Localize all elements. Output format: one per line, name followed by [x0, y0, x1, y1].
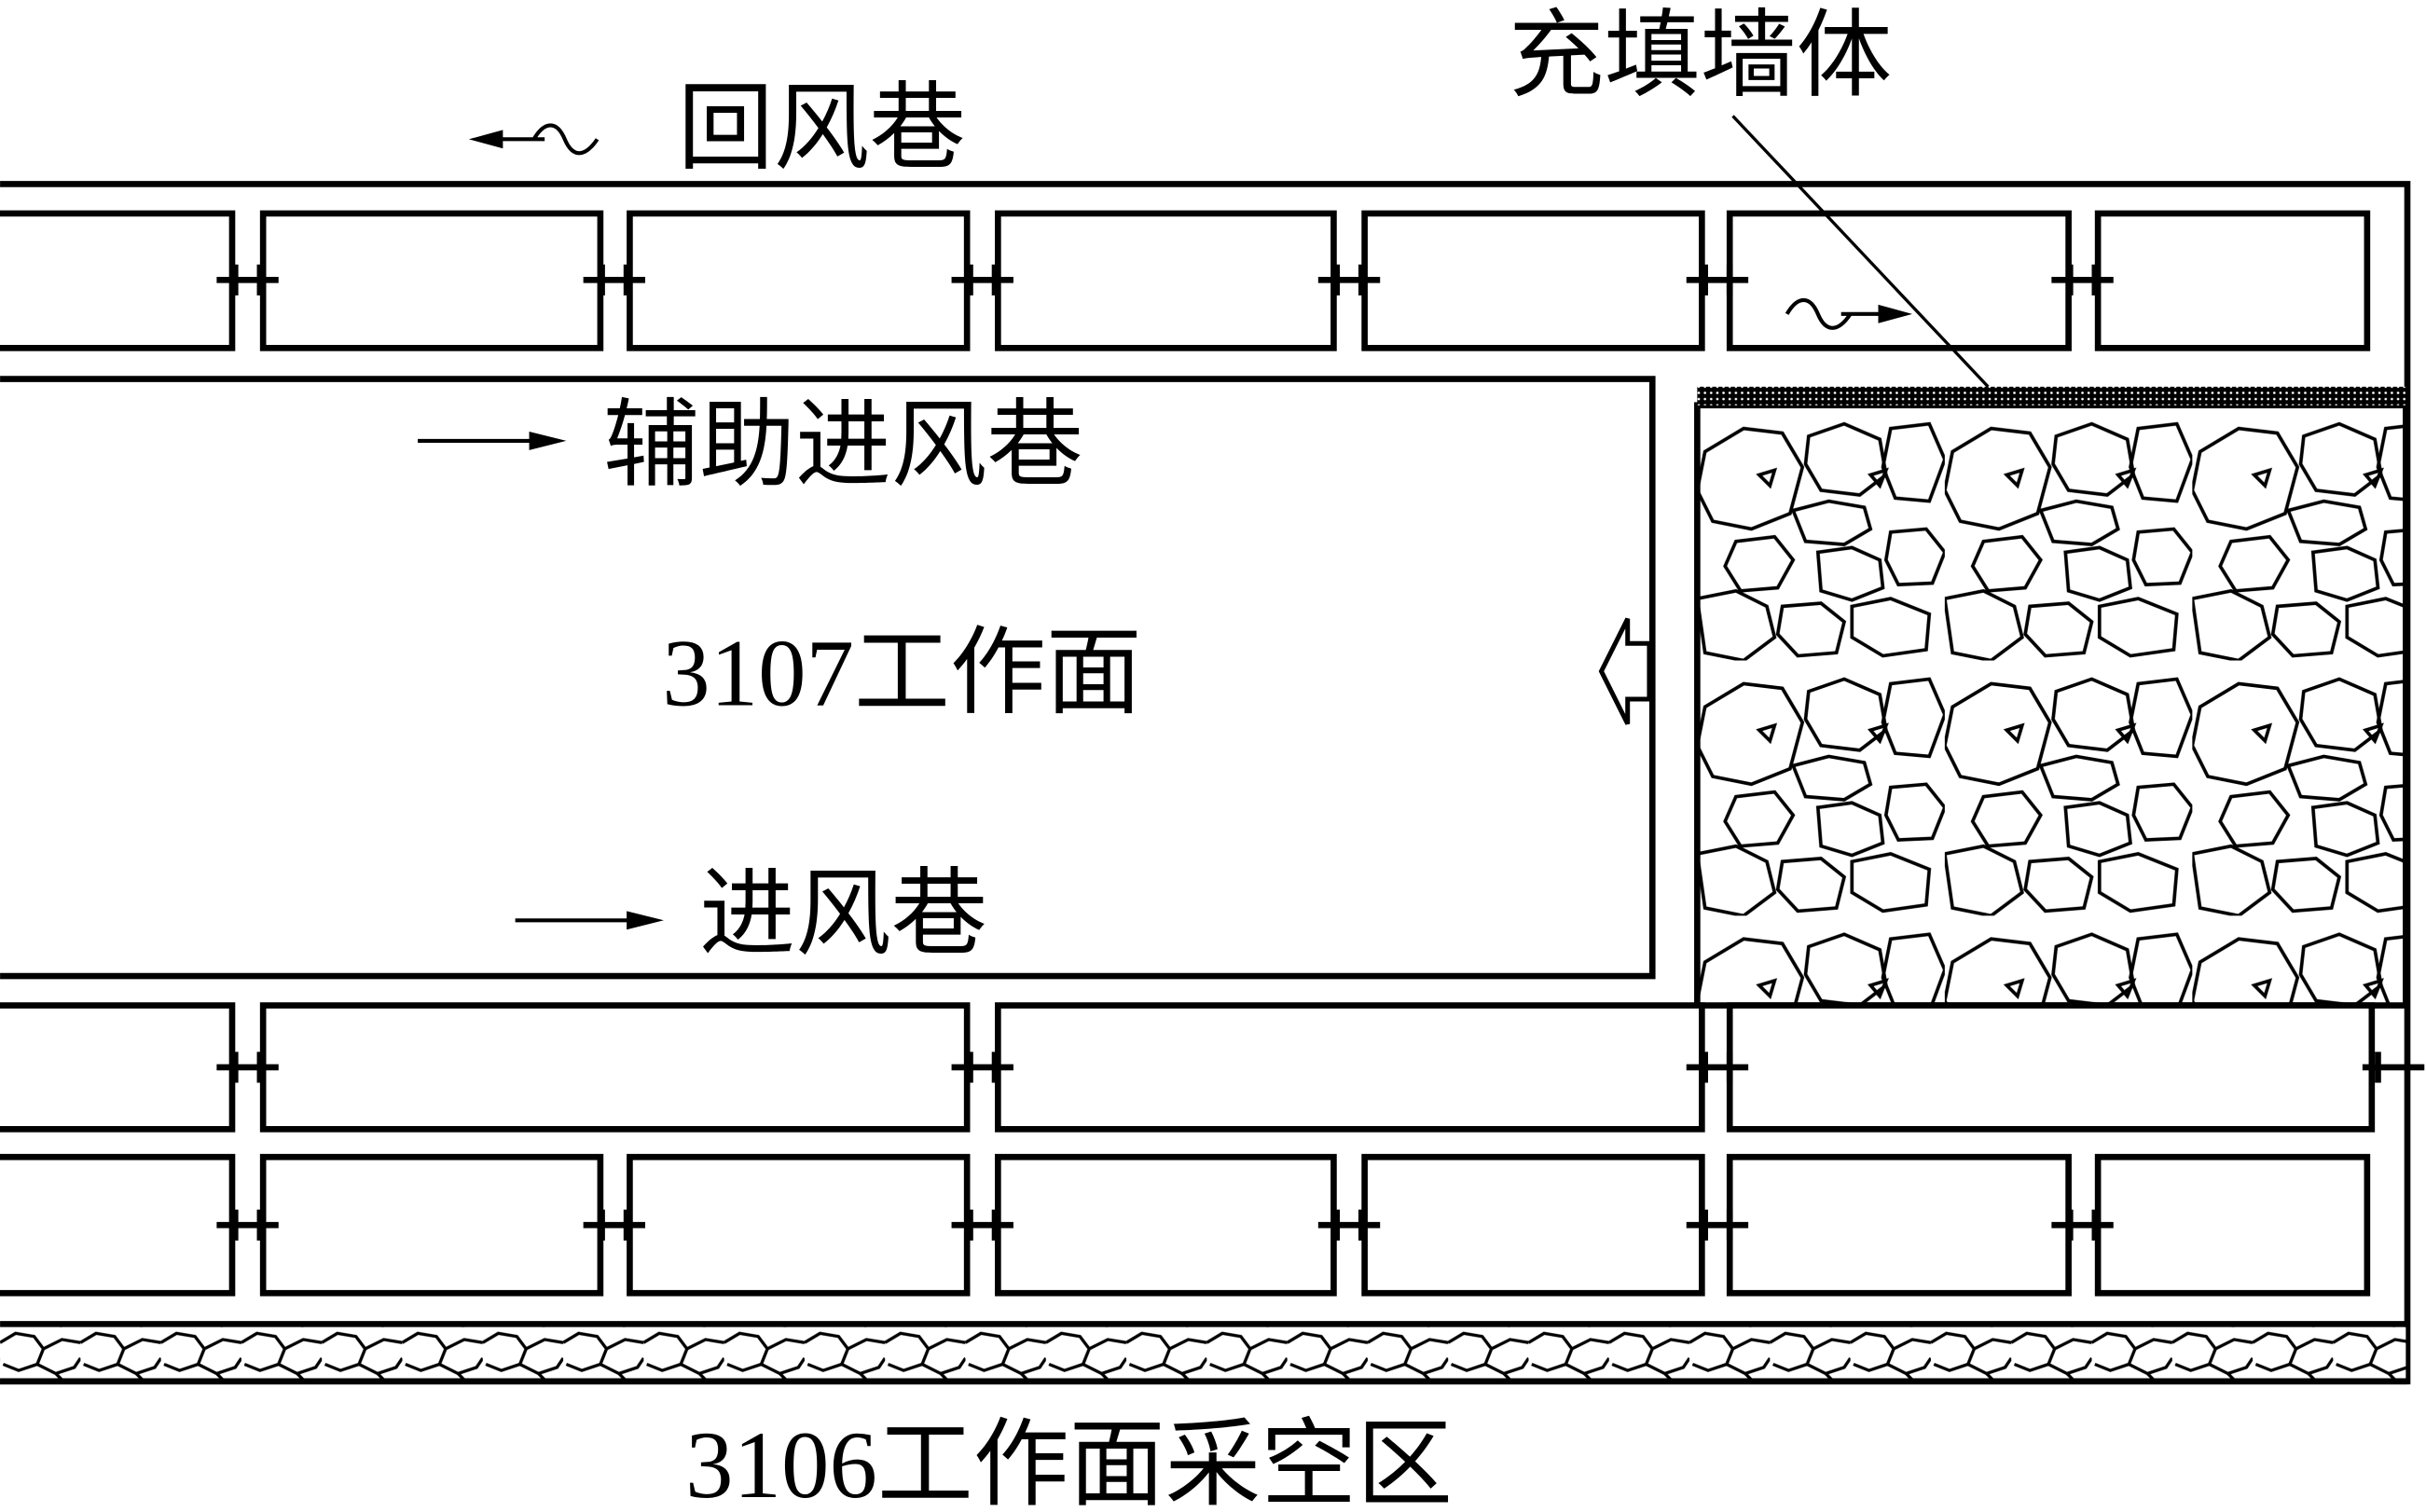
return-airway-label: 回风巷 — [678, 76, 966, 183]
intake-airway-label: 进风巷 — [699, 862, 987, 969]
return-air-arrow-icon — [468, 123, 600, 156]
bottom-pillar-row-2 — [0, 1153, 2371, 1297]
working-face-outline — [0, 376, 1656, 980]
advance-direction-arrow-icon — [1598, 617, 1652, 725]
goaf-label: 3106工作面采空区 — [685, 1412, 1453, 1512]
fill-wall-label: 充填墙体 — [1509, 4, 1892, 110]
working-face-label: 3107工作面 — [662, 621, 1141, 727]
aux-intake-airway-label: 辅助进风巷 — [603, 393, 1082, 500]
wave-arrow-right-icon — [1785, 297, 1913, 330]
goaf-strip — [0, 1326, 2406, 1381]
bottom-pillar-row-1 — [0, 1002, 2425, 1133]
fill-wall — [1694, 386, 2409, 1009]
aux-intake-arrow-icon — [418, 431, 567, 450]
fill-wall-top-layer — [1697, 386, 2406, 405]
fill-wall-leader-line — [1731, 115, 1990, 388]
top-pillar-row — [0, 210, 2371, 351]
intake-arrow-icon — [515, 911, 664, 930]
